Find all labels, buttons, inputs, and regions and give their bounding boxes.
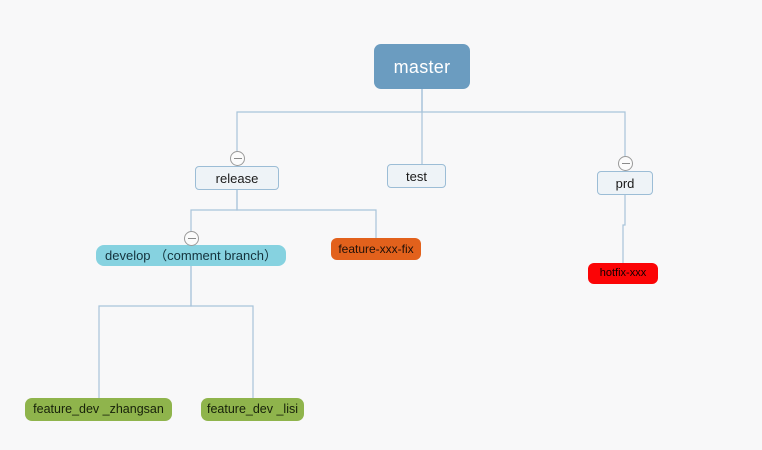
node-master[interactable]: master bbox=[374, 44, 470, 89]
collapse-toggle-develop-minus-icon[interactable] bbox=[184, 231, 199, 246]
node-hotfix-xxx[interactable]: hotfix-xxx bbox=[588, 263, 658, 284]
edge-develop-to-feature_dev_zhangsan bbox=[98, 266, 192, 398]
node-release[interactable]: release bbox=[195, 166, 279, 190]
node-feature_dev_lisi[interactable]: feature_dev _lisi bbox=[201, 398, 304, 421]
node-feature-xxx-fix[interactable]: feature-xxx-fix bbox=[331, 238, 421, 260]
collapse-toggle-release-minus-icon[interactable] bbox=[230, 151, 245, 166]
node-feature_dev_zhangsan[interactable]: feature_dev _zhangsan bbox=[25, 398, 172, 421]
node-develop[interactable]: develop （comment branch） bbox=[96, 245, 286, 266]
node-test[interactable]: test bbox=[387, 164, 446, 188]
edge-release-to-feature-xxx-fix bbox=[236, 190, 377, 238]
collapse-toggle-prd-minus-icon[interactable] bbox=[618, 156, 633, 171]
node-prd[interactable]: prd bbox=[597, 171, 653, 195]
edge-develop-to-feature_dev_lisi bbox=[190, 266, 254, 398]
edge-master-to-prd bbox=[421, 89, 626, 171]
edge-prd-to-hotfix-xxx bbox=[622, 195, 626, 263]
edge-master-to-release bbox=[236, 89, 423, 166]
